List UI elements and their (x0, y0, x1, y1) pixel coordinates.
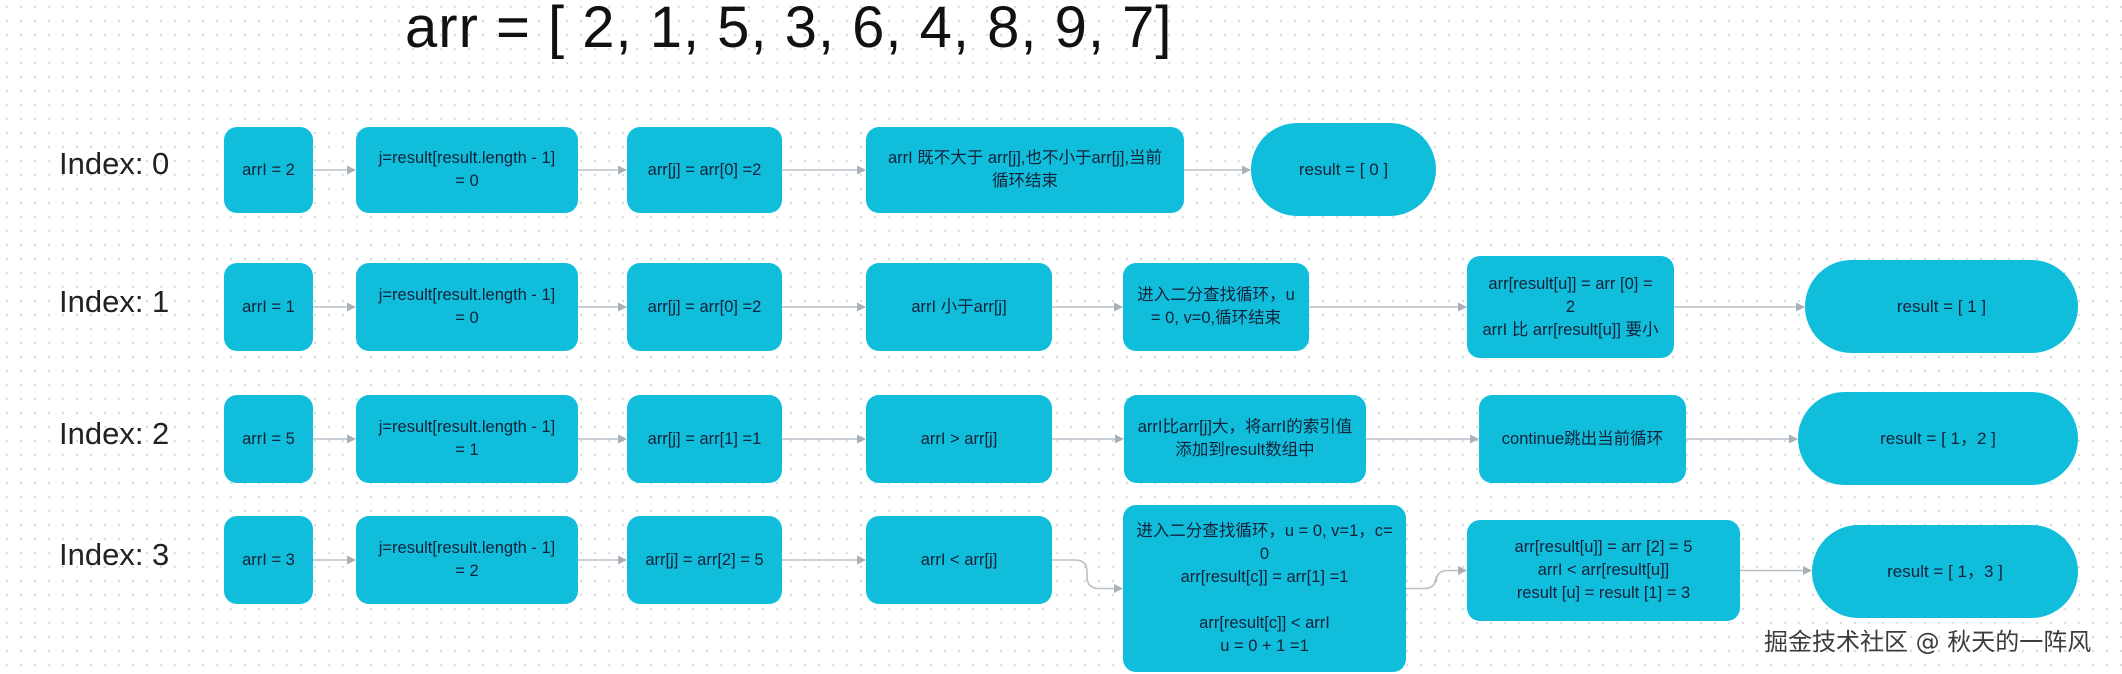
step-arrj-3: arr[j] = arr[2] = 5 (627, 516, 782, 604)
step-arri-0: arrI = 2 (224, 127, 313, 213)
step-detail-1: arr[result[u]] = arr [0] = 2 arrI 比 arr[… (1467, 256, 1674, 358)
step-arri-2: arrI = 5 (224, 395, 313, 483)
step-detail-3: arr[result[u]] = arr [2] = 5 arrI < arr[… (1467, 520, 1740, 621)
step-j-1: j=result[result.length - 1] = 0 (356, 263, 578, 351)
row-label-index-2: Index: 2 (59, 416, 170, 451)
array-title: arr = [ 2, 1, 5, 3, 6, 4, 8, 9, 7] (405, 0, 1173, 60)
step-arrj-0: arr[j] = arr[0] =2 (627, 127, 782, 213)
step-arrj-1: arr[j] = arr[0] =2 (627, 263, 782, 351)
step-j-0: j=result[result.length - 1] = 0 (356, 127, 578, 213)
row-label-index-3: Index: 3 (59, 537, 170, 572)
step-j-3: j=result[result.length - 1] = 2 (356, 516, 578, 604)
step-arrj-2: arr[j] = arr[1] =1 (627, 395, 782, 483)
result-pill-0: result = [ 0 ] (1251, 123, 1436, 216)
row-label-index-1: Index: 1 (59, 284, 170, 319)
connector-arrow (1406, 566, 1467, 590)
result-pill-1: result = [ 1 ] (1805, 260, 2078, 353)
step-compare-0: arrI 既不大于 arr[j],也不小于arr[j],当前 循环结束 (866, 127, 1184, 213)
result-pill-2: result = [ 1，2 ] (1798, 392, 2078, 485)
step-compare-3: arrI < arr[j] (866, 516, 1052, 604)
step-arri-3: arrI = 3 (224, 516, 313, 604)
step-append-2: arrI比arr[j]大，将arrI的索引值 添加到result数组中 (1124, 395, 1366, 483)
watermark: 掘金技术社区 @ 秋天的一阵风 (1764, 628, 2092, 656)
step-j-2: j=result[result.length - 1] = 1 (356, 395, 578, 483)
step-compare-1: arrI 小于arr[j] (866, 263, 1052, 351)
step-arri-1: arrI = 1 (224, 263, 313, 351)
step-binary-search-3: 进入二分查找循环，u = 0, v=1，c= 0 arr[result[c]] … (1123, 505, 1406, 672)
step-continue-2: continue跳出当前循环 (1479, 395, 1686, 483)
step-binary-search-1: 进入二分查找循环，u = 0, v=0,循环结束 (1123, 263, 1309, 351)
row-label-index-0: Index: 0 (59, 146, 170, 181)
connector-arrow (1052, 559, 1123, 593)
step-compare-2: arrI > arr[j] (866, 395, 1052, 483)
result-pill-3: result = [ 1，3 ] (1812, 525, 2078, 618)
